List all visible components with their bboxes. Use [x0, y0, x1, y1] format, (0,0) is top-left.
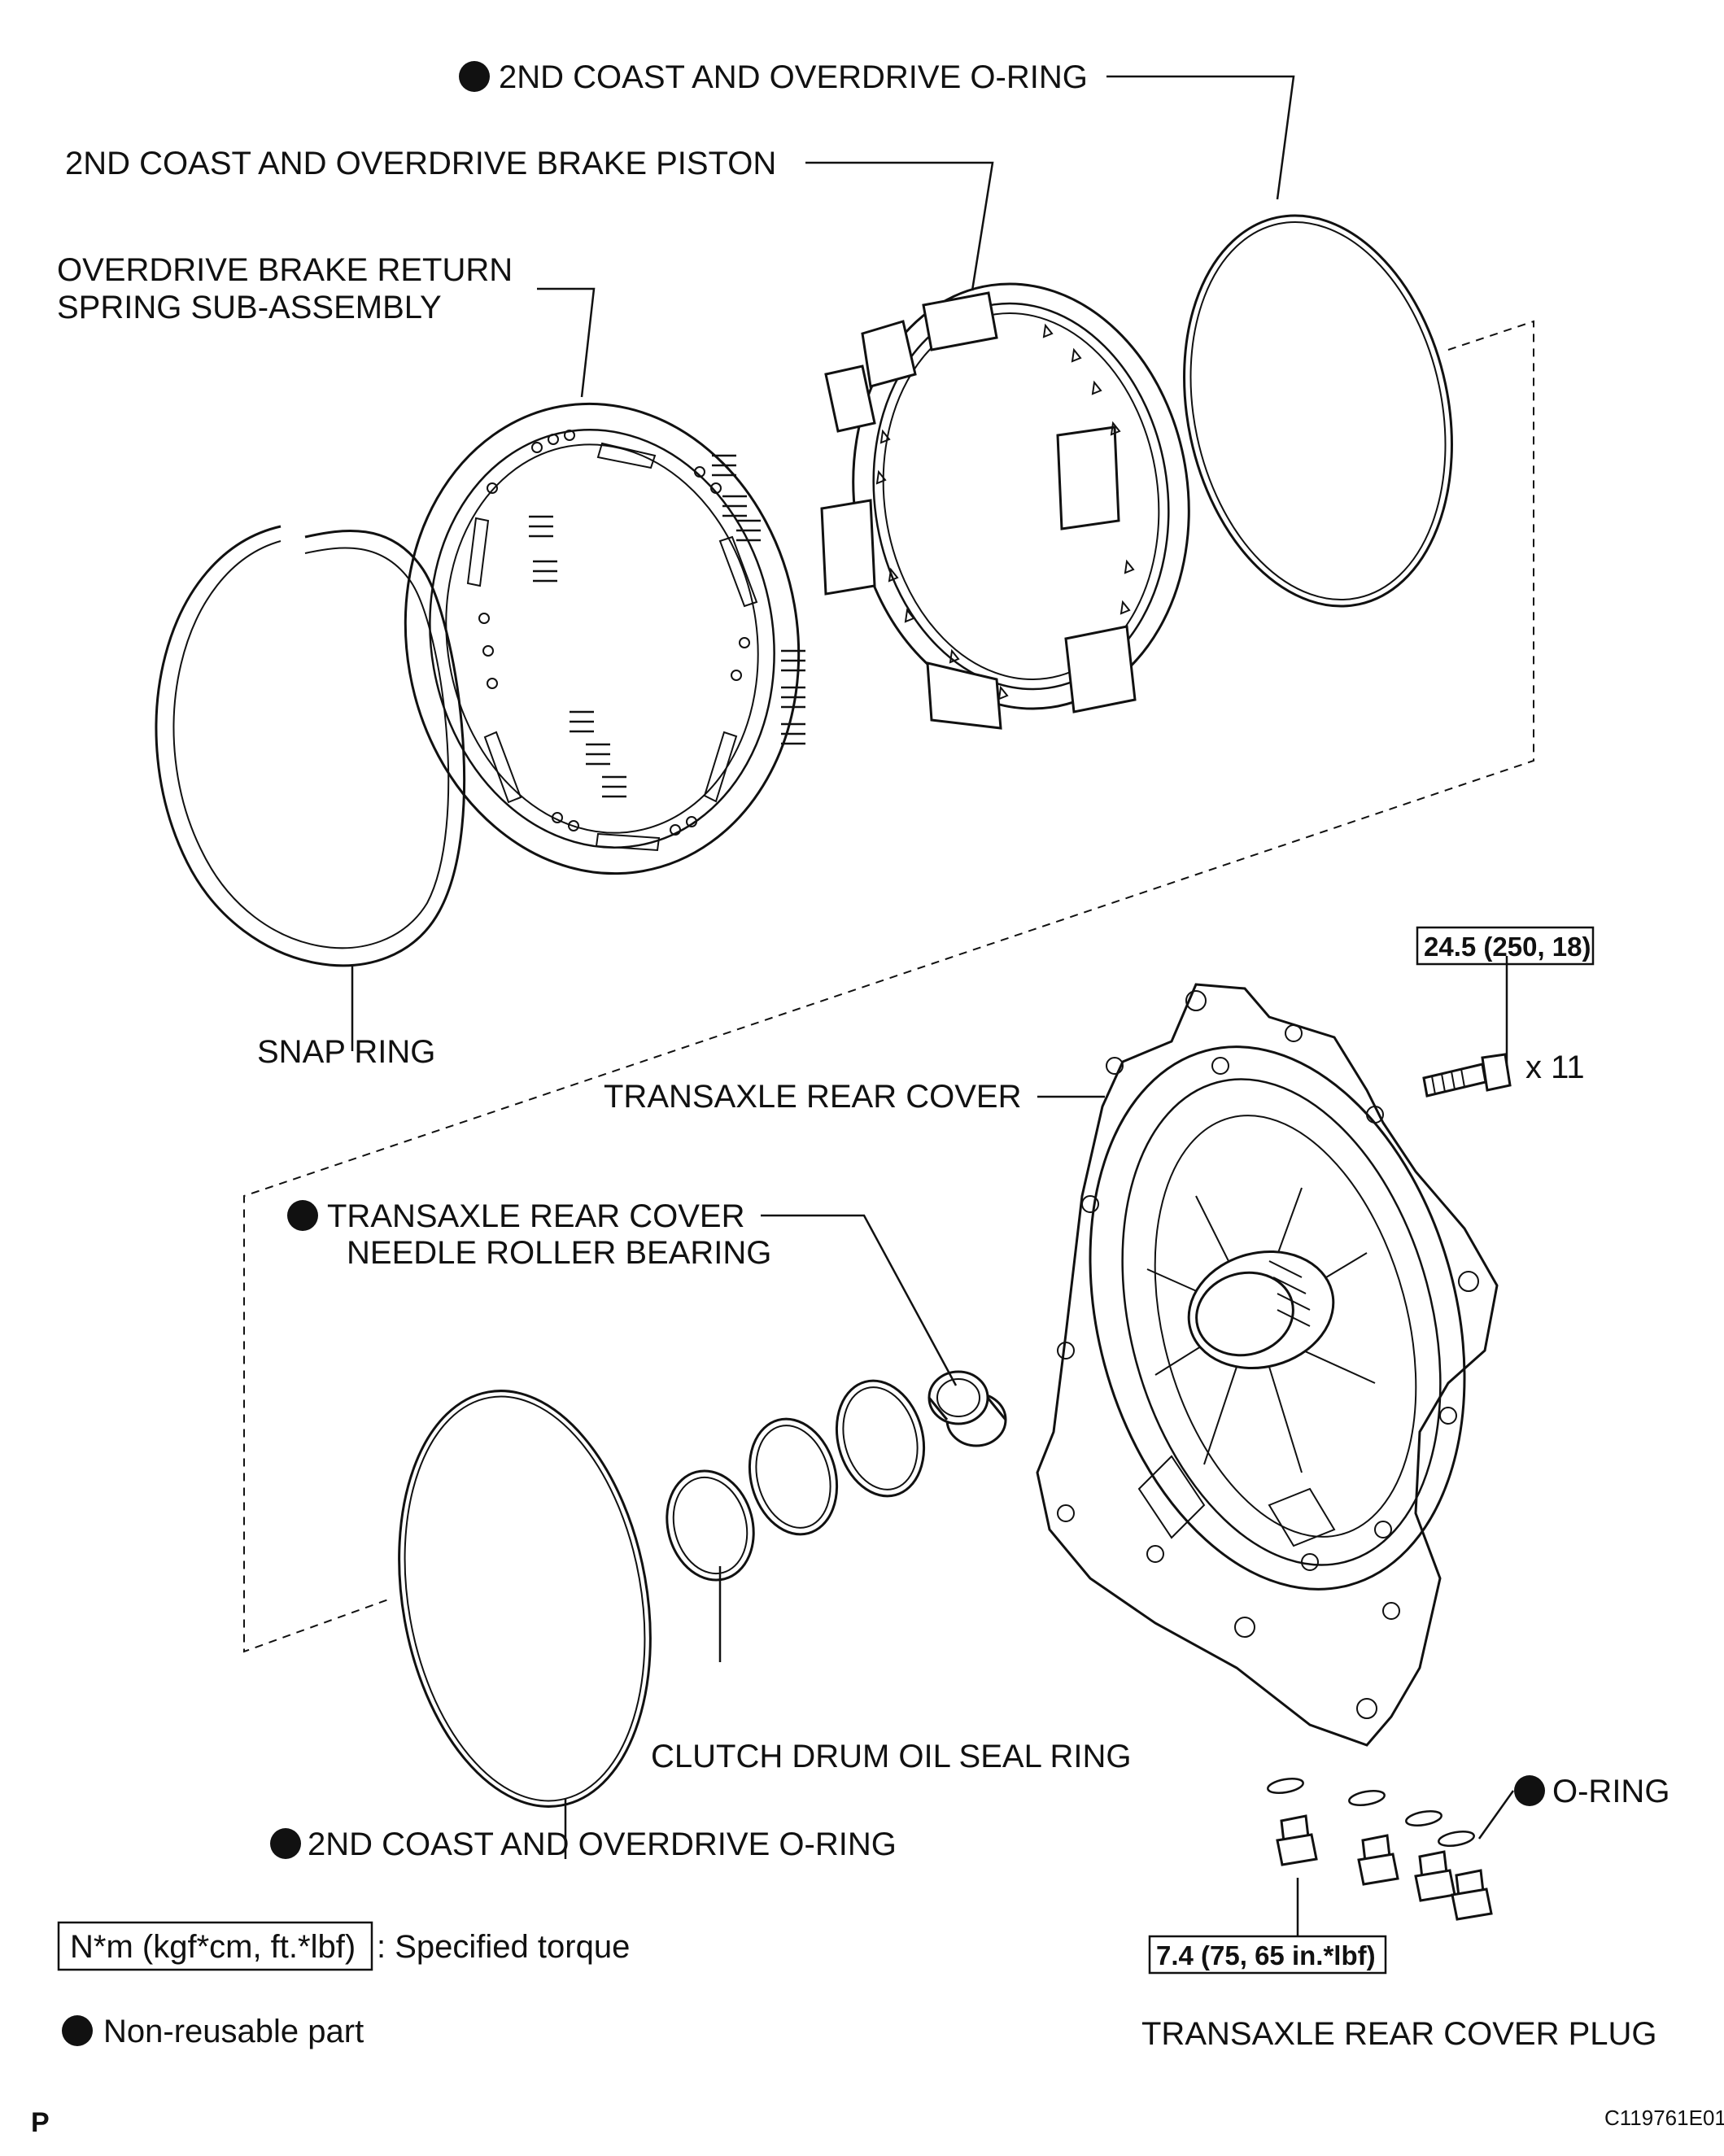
seal-rings-part	[666, 1379, 926, 1582]
non-reusable-dot-icon	[459, 61, 490, 92]
page-mark: P	[31, 2107, 50, 2138]
bolt-quantity: x 11	[1525, 1050, 1585, 1085]
o-ring-bottom-part	[398, 1390, 652, 1808]
bolt-torque-box: 24.5 (250, 18)	[1416, 926, 1595, 966]
legend-torque-box-text: N*m (kgf*cm, ft.*lbf)	[70, 1929, 356, 1965]
label-rear-cover: TRANSAXLE REAR COVER	[604, 1079, 1021, 1115]
return-spring-part	[404, 402, 805, 875]
snap-ring-part	[155, 525, 466, 967]
label-bearing-line2: NEEDLE ROLLER BEARING	[347, 1235, 771, 1271]
needle-bearing-part	[927, 1370, 1007, 1447]
label-cover-plug: TRANSAXLE REAR COVER PLUG	[1141, 2016, 1657, 2052]
label-clutch-seal: CLUTCH DRUM OIL SEAL RING	[651, 1739, 1131, 1774]
non-reusable-dot-icon	[1514, 1775, 1545, 1806]
small-o-rings-part	[1267, 1777, 1475, 1848]
rear-cover-part	[1036, 983, 1499, 1747]
group-outline	[243, 320, 1534, 1653]
cover-bolt-part	[1422, 1053, 1512, 1098]
label-return-spring-line2: SPRING SUB-ASSEMBLY	[57, 290, 442, 325]
non-reusable-dot-icon	[62, 2015, 93, 2046]
label-return-spring-line1: OVERDRIVE BRAKE RETURN	[57, 252, 513, 288]
non-reusable-dot-icon	[287, 1200, 318, 1231]
cover-plugs-part	[1276, 1814, 1493, 1921]
legend-nonreusable-text: Non-reusable part	[103, 2014, 364, 2049]
non-reusable-dot-icon	[270, 1828, 301, 1859]
label-bearing-line1: TRANSAXLE REAR COVER	[327, 1198, 744, 1234]
plug-torque-box: 7.4 (75, 65 in.*lbf)	[1148, 1935, 1387, 1975]
label-brake-piston: 2ND COAST AND OVERDRIVE BRAKE PISTON	[65, 146, 776, 181]
legend-torque-text: : Specified torque	[377, 1929, 630, 1965]
leader-lines	[351, 75, 1515, 1936]
label-o-ring-top: 2ND COAST AND OVERDRIVE O-RING	[499, 59, 1088, 95]
label-o-ring-bottom: 2ND COAST AND OVERDRIVE O-RING	[308, 1826, 897, 1862]
o-ring-top-part	[1183, 214, 1453, 608]
label-snap-ring: SNAP RING	[257, 1034, 435, 1070]
figure-id: C119761E01	[1604, 2106, 1724, 2130]
svg-text:24.5 (250, 18): 24.5 (250, 18)	[1424, 932, 1591, 962]
label-o-ring-small: O-RING	[1552, 1774, 1669, 1809]
brake-piston-part	[820, 282, 1190, 730]
legend-torque: N*m (kgf*cm, ft.*lbf) : Specified torque	[57, 1921, 630, 1971]
svg-text:7.4 (75, 65 in.*lbf): 7.4 (75, 65 in.*lbf)	[1156, 1940, 1376, 1971]
